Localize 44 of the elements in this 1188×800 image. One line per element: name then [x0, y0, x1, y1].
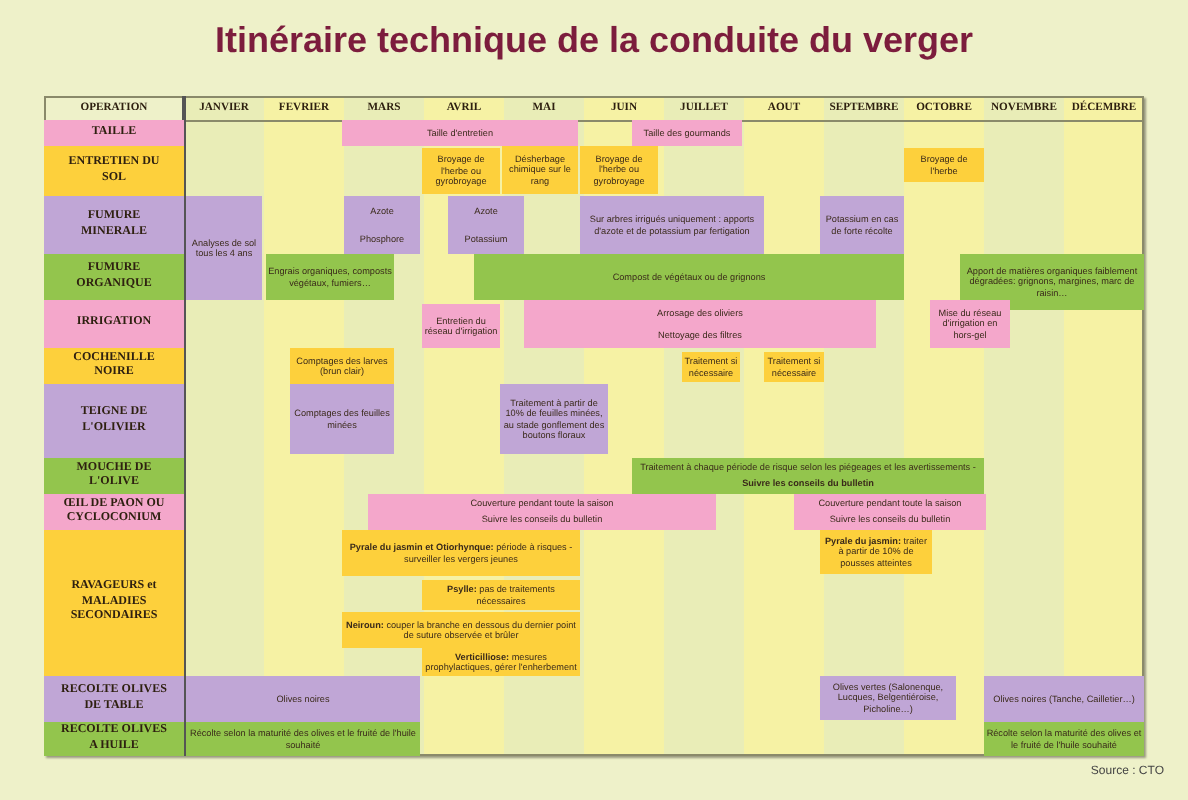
task-bar	[342, 120, 578, 146]
task-bar	[524, 300, 876, 348]
task-bar	[290, 348, 394, 384]
task-bar	[820, 196, 904, 254]
task-bar	[960, 254, 1144, 310]
task-bar	[984, 722, 1144, 756]
title: Itinéraire technique de la conduite du verger	[212, 20, 976, 62]
task-bar	[368, 494, 716, 530]
task-bar	[632, 120, 742, 146]
task-bar	[930, 300, 1010, 348]
task-bar	[422, 148, 500, 194]
task-bar	[290, 384, 394, 454]
task-bar	[984, 676, 1144, 722]
row-header	[44, 196, 184, 254]
row-header	[44, 384, 184, 458]
task-bar	[500, 384, 608, 454]
row-header	[44, 530, 184, 676]
task-bar	[820, 676, 956, 720]
row-header	[44, 722, 184, 756]
task-bar	[580, 196, 764, 254]
task-bar	[448, 196, 524, 254]
task-bar	[342, 530, 580, 576]
row-header	[44, 458, 184, 494]
task-bar	[186, 676, 420, 722]
task-bar	[422, 304, 500, 348]
task-bar	[342, 612, 580, 648]
task-bar	[794, 494, 986, 530]
row-header	[44, 146, 184, 196]
row-header	[44, 120, 184, 146]
row-header	[44, 348, 184, 384]
task-bar	[186, 196, 262, 300]
task-bar	[904, 148, 984, 182]
task-bar	[580, 146, 658, 194]
row-header	[44, 254, 184, 300]
row-header	[44, 300, 184, 348]
row-header	[44, 494, 184, 530]
task-bar	[422, 580, 580, 610]
task-bar	[186, 722, 420, 756]
task-bar	[266, 254, 394, 300]
row-header	[44, 676, 184, 722]
task-bar	[632, 458, 984, 494]
task-bar	[502, 146, 578, 194]
task-bar	[474, 254, 904, 300]
task-bar	[344, 196, 420, 254]
